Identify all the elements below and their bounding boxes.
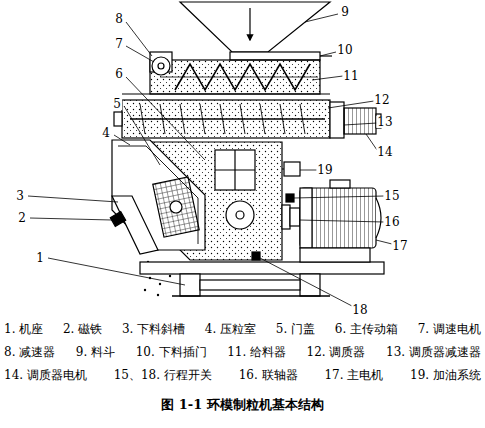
feeder [150, 60, 320, 94]
hopper [180, 2, 330, 52]
part-name: 13. 调质器减速器 [386, 345, 481, 359]
part-name: 11. 给料器 [227, 345, 286, 359]
callout-number: 2 [17, 212, 27, 224]
part-name: 2. 磁铁 [63, 322, 102, 336]
callout-number: 9 [340, 6, 350, 18]
parts-list-row: 1. 机座 2. 磁铁 3. 下料斜槽 4. 压粒室 5. 门盖 6. 主传动箱 7. 调速… [4, 322, 481, 336]
part-name: 5. 门盖 [276, 322, 315, 336]
parts-list-row: 8. 减速器 9. 料斗 10. 下料插门 11. 给料器 12. 调质器 13. 调质器… [4, 345, 481, 359]
limit-switch [252, 252, 260, 260]
callout-number: 16 [383, 216, 400, 228]
part-name: 12. 调质器 [307, 345, 366, 359]
part-name: 8. 减速器 [4, 345, 55, 359]
callout-number: 10 [336, 44, 353, 56]
callout-number: 18 [351, 304, 368, 316]
limit-switch [286, 194, 294, 202]
part-name: 9. 料斗 [76, 345, 115, 359]
discharge-chute [112, 196, 158, 254]
part-name: 14. 调质器电机 [4, 368, 87, 382]
ring-die [153, 177, 199, 237]
callout-number: 8 [114, 13, 124, 25]
callout-number: 7 [114, 38, 124, 50]
oil-system [284, 162, 300, 176]
callout-number: 5 [112, 98, 122, 110]
feed-arrow [249, 8, 250, 40]
part-name: 17. 主电机 [324, 368, 383, 382]
callout-number: 4 [101, 127, 111, 139]
part-name: 15、18. 行程开关 [114, 368, 212, 382]
callout-number: 13 [376, 116, 393, 128]
machine-base [140, 262, 384, 274]
part-name: 7. 调速电机 [418, 322, 481, 336]
leader-lines [28, 14, 392, 306]
magnet [110, 212, 125, 227]
callout-number: 3 [15, 190, 25, 202]
callout-number: 1 [35, 252, 45, 264]
part-name: 16. 联轴器 [239, 368, 298, 382]
callout-number: 15 [383, 190, 400, 202]
part-name: 3. 下料斜槽 [122, 322, 185, 336]
part-name: 19. 加油系统 [410, 368, 481, 382]
callout-number: 14 [376, 146, 393, 158]
feed-gate [230, 52, 320, 60]
pellet-chamber [112, 140, 205, 250]
callout-number: 12 [373, 94, 390, 106]
part-name: 4. 压粒室 [205, 322, 256, 336]
callout-number: 6 [114, 68, 124, 80]
figure-caption: 图 1-1 环模制粒机基本结构 [0, 396, 485, 414]
parts-list-row: 14. 调质器电机 15、18. 行程开关 16. 联轴器 17. 主电机 19. 加油… [4, 368, 481, 382]
conditioner-motor [344, 108, 376, 134]
part-name: 6. 主传动箱 [335, 322, 398, 336]
part-name: 10. 下料插门 [136, 345, 207, 359]
callout-number: 17 [391, 240, 408, 252]
coupling [282, 205, 290, 229]
part-name: 1. 机座 [4, 322, 43, 336]
callout-number: 11 [342, 70, 359, 82]
callout-number: 19 [316, 164, 333, 176]
speed-motor [152, 57, 170, 75]
